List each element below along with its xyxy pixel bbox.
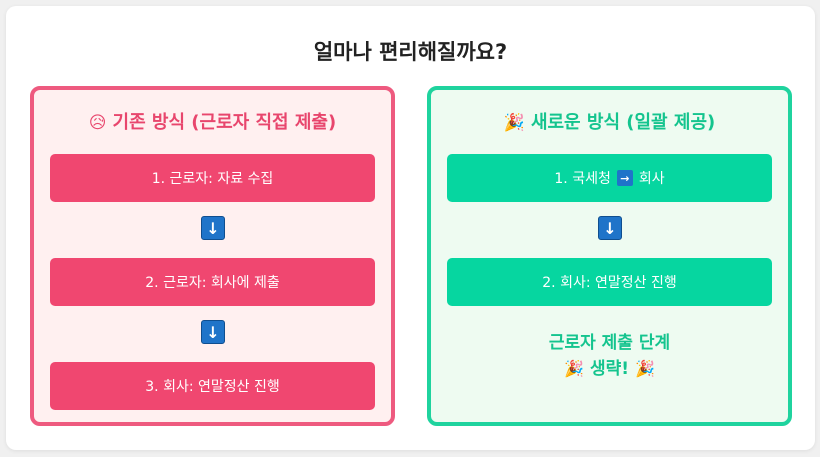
skip-note: 근로자 제출 단계 🎉 생략! 🎉 — [431, 330, 788, 382]
right-arrow-icon: → — [616, 170, 633, 186]
old-step-2: 2. 근로자: 회사에 제출 — [50, 258, 375, 306]
old-method-title: 기존 방식 (근로자 직접 제출) — [112, 112, 337, 133]
down-arrow-icon: ↓ — [201, 320, 225, 344]
old-method-panel: 😥기존 방식 (근로자 직접 제출) 1. 근로자: 자료 수집 ↓ 2. 근로… — [30, 86, 395, 426]
skip-note-line2: 생략! — [589, 359, 630, 379]
down-arrow-icon: ↓ — [201, 216, 225, 240]
skip-note-line2-row: 🎉 생략! 🎉 — [431, 356, 788, 382]
new-step-1-to: 회사 — [638, 171, 665, 187]
sad-face-icon: 😥 — [88, 113, 107, 133]
old-step-1: 1. 근로자: 자료 수집 — [50, 154, 375, 202]
skip-note-line1: 근로자 제출 단계 — [548, 333, 671, 353]
new-step-1-from: 1. 국세청 — [554, 171, 611, 187]
party-popper-icon: 🎉 — [503, 113, 525, 133]
new-method-panel: 🎉새로운 방식 (일괄 제공) 1. 국세청 → 회사 ↓ 2. 회사: 연말정… — [427, 86, 792, 426]
comparison-card: 얼마나 편리해질까요? 😥기존 방식 (근로자 직접 제출) 1. 근로자: 자… — [6, 6, 815, 450]
new-step-1: 1. 국세청 → 회사 — [447, 154, 772, 202]
new-step-2: 2. 회사: 연말정산 진행 — [447, 258, 772, 306]
old-step-3: 3. 회사: 연말정산 진행 — [50, 362, 375, 410]
down-arrow-icon: ↓ — [598, 216, 622, 240]
new-method-title-row: 🎉새로운 방식 (일괄 제공) — [431, 108, 788, 134]
new-method-title: 새로운 방식 (일괄 제공) — [530, 112, 716, 133]
old-method-title-row: 😥기존 방식 (근로자 직접 제출) — [34, 108, 391, 134]
party-popper-icon: 🎉 — [634, 359, 655, 378]
page-title: 얼마나 편리해질까요? — [313, 40, 508, 64]
party-popper-icon: 🎉 — [564, 359, 585, 378]
